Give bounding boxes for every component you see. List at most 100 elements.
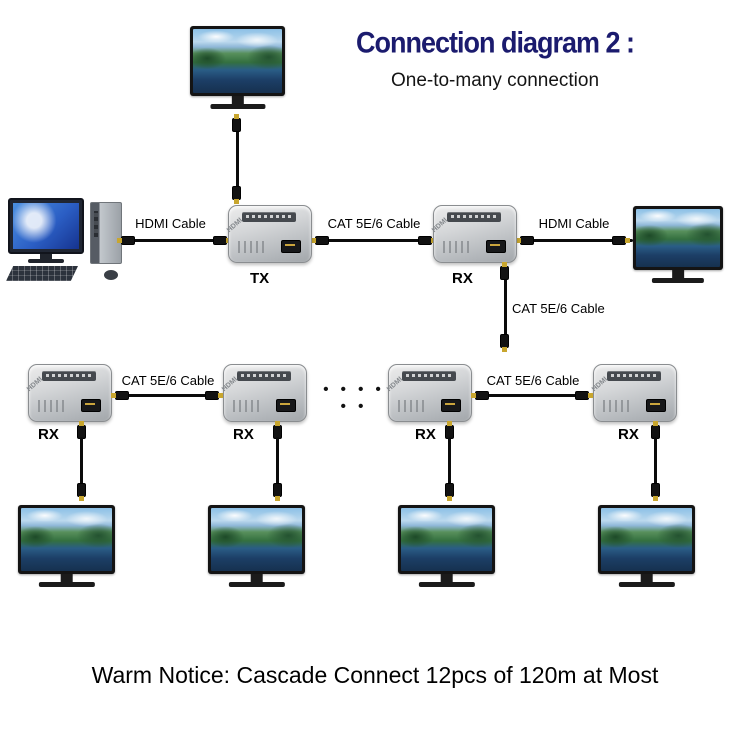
hdmi-extender-rx-1: HDMI <box>430 205 517 263</box>
extender-sticker <box>402 371 457 381</box>
cat-cable-label-3: CAT 5E/6 Cable <box>121 373 215 388</box>
tv-screen <box>211 508 302 571</box>
hdmi-connector <box>612 236 630 245</box>
tv-stand-base <box>38 582 95 587</box>
hdmi-connector <box>273 483 282 501</box>
tv-frame <box>190 26 285 96</box>
tv-stand-base <box>228 582 285 587</box>
tv-frame <box>598 505 695 574</box>
rx-label-3: RX <box>233 426 254 443</box>
hdmi-cable-rx3-tv <box>276 437 279 485</box>
hdmi-cable-rx4-tv <box>448 437 451 485</box>
extender-vents <box>233 400 261 412</box>
rj45-connector <box>471 391 489 400</box>
tv-frame <box>398 505 495 574</box>
more-units-ellipsis: • • • • • • <box>323 381 385 415</box>
hdmi-connector <box>213 236 231 245</box>
tv-right <box>633 206 723 286</box>
pc-monitor <box>8 198 84 254</box>
diagram-subtitle: One-to-many connection <box>390 70 600 91</box>
rx-label-5: RX <box>618 426 639 443</box>
tv-screen <box>401 508 492 571</box>
cat-cable-tx-rx <box>312 239 435 242</box>
hdmi-connector <box>651 483 660 501</box>
hdmi-extender-rx-2: HDMI <box>25 364 112 422</box>
rj45-connector <box>575 391 593 400</box>
hdmi-logo: HDMI <box>225 216 244 235</box>
pc-mouse <box>104 270 118 280</box>
extender-vents <box>398 400 426 412</box>
tv-stand-base <box>651 278 705 283</box>
tv-stand <box>60 574 73 583</box>
warm-notice: Warm Notice: Cascade Connect 12pcs of 12… <box>91 662 659 688</box>
hdmi-logo: HDMI <box>430 216 449 235</box>
hdmi-logo: HDMI <box>220 375 239 394</box>
tv-stand <box>250 574 263 583</box>
tx-label: TX <box>250 270 270 287</box>
cat-cable-label-2: CAT 5E/6 Cable <box>512 301 605 316</box>
rj45-connector <box>311 236 329 245</box>
tv-bottom-2 <box>208 505 305 590</box>
tv-frame <box>208 505 305 574</box>
tv-frame <box>18 505 115 574</box>
tv-stand <box>672 270 684 279</box>
hdmi-extender-tx: HDMI <box>225 205 312 263</box>
tv-stand <box>640 574 653 583</box>
pc-keyboard <box>6 266 78 281</box>
tv-screen <box>21 508 112 571</box>
tv-bottom-1 <box>18 505 115 590</box>
tv-stand <box>440 574 453 583</box>
pc-screen <box>13 203 79 249</box>
tv-stand-base <box>418 582 475 587</box>
cat-cable-cascade <box>504 268 507 342</box>
tv-screen <box>193 29 282 93</box>
rx-label-4: RX <box>415 426 436 443</box>
extender-sticker <box>447 212 502 222</box>
tv-bottom-4 <box>598 505 695 590</box>
extender-sticker <box>237 371 292 381</box>
cat-cable-label-1: CAT 5E/6 Cable <box>327 216 421 231</box>
tv-top <box>190 26 285 112</box>
tv-stand <box>231 96 244 105</box>
extender-sticker <box>42 371 97 381</box>
tv-screen <box>601 508 692 571</box>
hdmi-cable-pc-tx <box>118 239 230 242</box>
tv-stand-base <box>618 582 675 587</box>
extender-vents <box>238 241 266 253</box>
hdmi-cable-label-1: HDMI Cable <box>135 216 206 231</box>
extender-port <box>81 399 101 412</box>
tv-stand-base <box>209 104 266 109</box>
hdmi-cable-rx-tv <box>517 239 633 242</box>
hdmi-cable-label-2: HDMI Cable <box>538 216 610 231</box>
hdmi-logo: HDMI <box>590 375 609 394</box>
rj45-connector <box>418 236 436 245</box>
diagram-title: Connection diagram 2 : <box>355 26 635 60</box>
hdmi-extender-rx-3: HDMI <box>220 364 307 422</box>
extender-port <box>276 399 296 412</box>
source-computer <box>6 196 126 288</box>
hdmi-connector <box>232 114 241 132</box>
hdmi-connector <box>232 186 241 204</box>
hdmi-connector <box>117 236 135 245</box>
cat-cable-rx2-rx3 <box>112 394 223 397</box>
cat-cable-rx4-rx5 <box>472 394 593 397</box>
hdmi-cable-rx5-tv <box>654 437 657 485</box>
extender-port <box>441 399 461 412</box>
extender-vents <box>38 400 66 412</box>
rj45-connector <box>205 391 223 400</box>
extender-sticker <box>242 212 297 222</box>
hdmi-connector <box>77 483 86 501</box>
rx-label-1: RX <box>452 270 473 287</box>
extender-port <box>281 240 301 253</box>
extender-vents <box>603 400 631 412</box>
pc-monitor-stand <box>40 254 52 260</box>
hdmi-cable-top <box>236 116 239 204</box>
hdmi-connector <box>445 483 454 501</box>
tv-bottom-3 <box>398 505 495 590</box>
hdmi-logo: HDMI <box>25 375 44 394</box>
hdmi-connector <box>516 236 534 245</box>
tv-frame <box>633 206 723 270</box>
rj45-connector <box>500 334 509 352</box>
hdmi-cable-rx2-tv <box>80 437 83 485</box>
